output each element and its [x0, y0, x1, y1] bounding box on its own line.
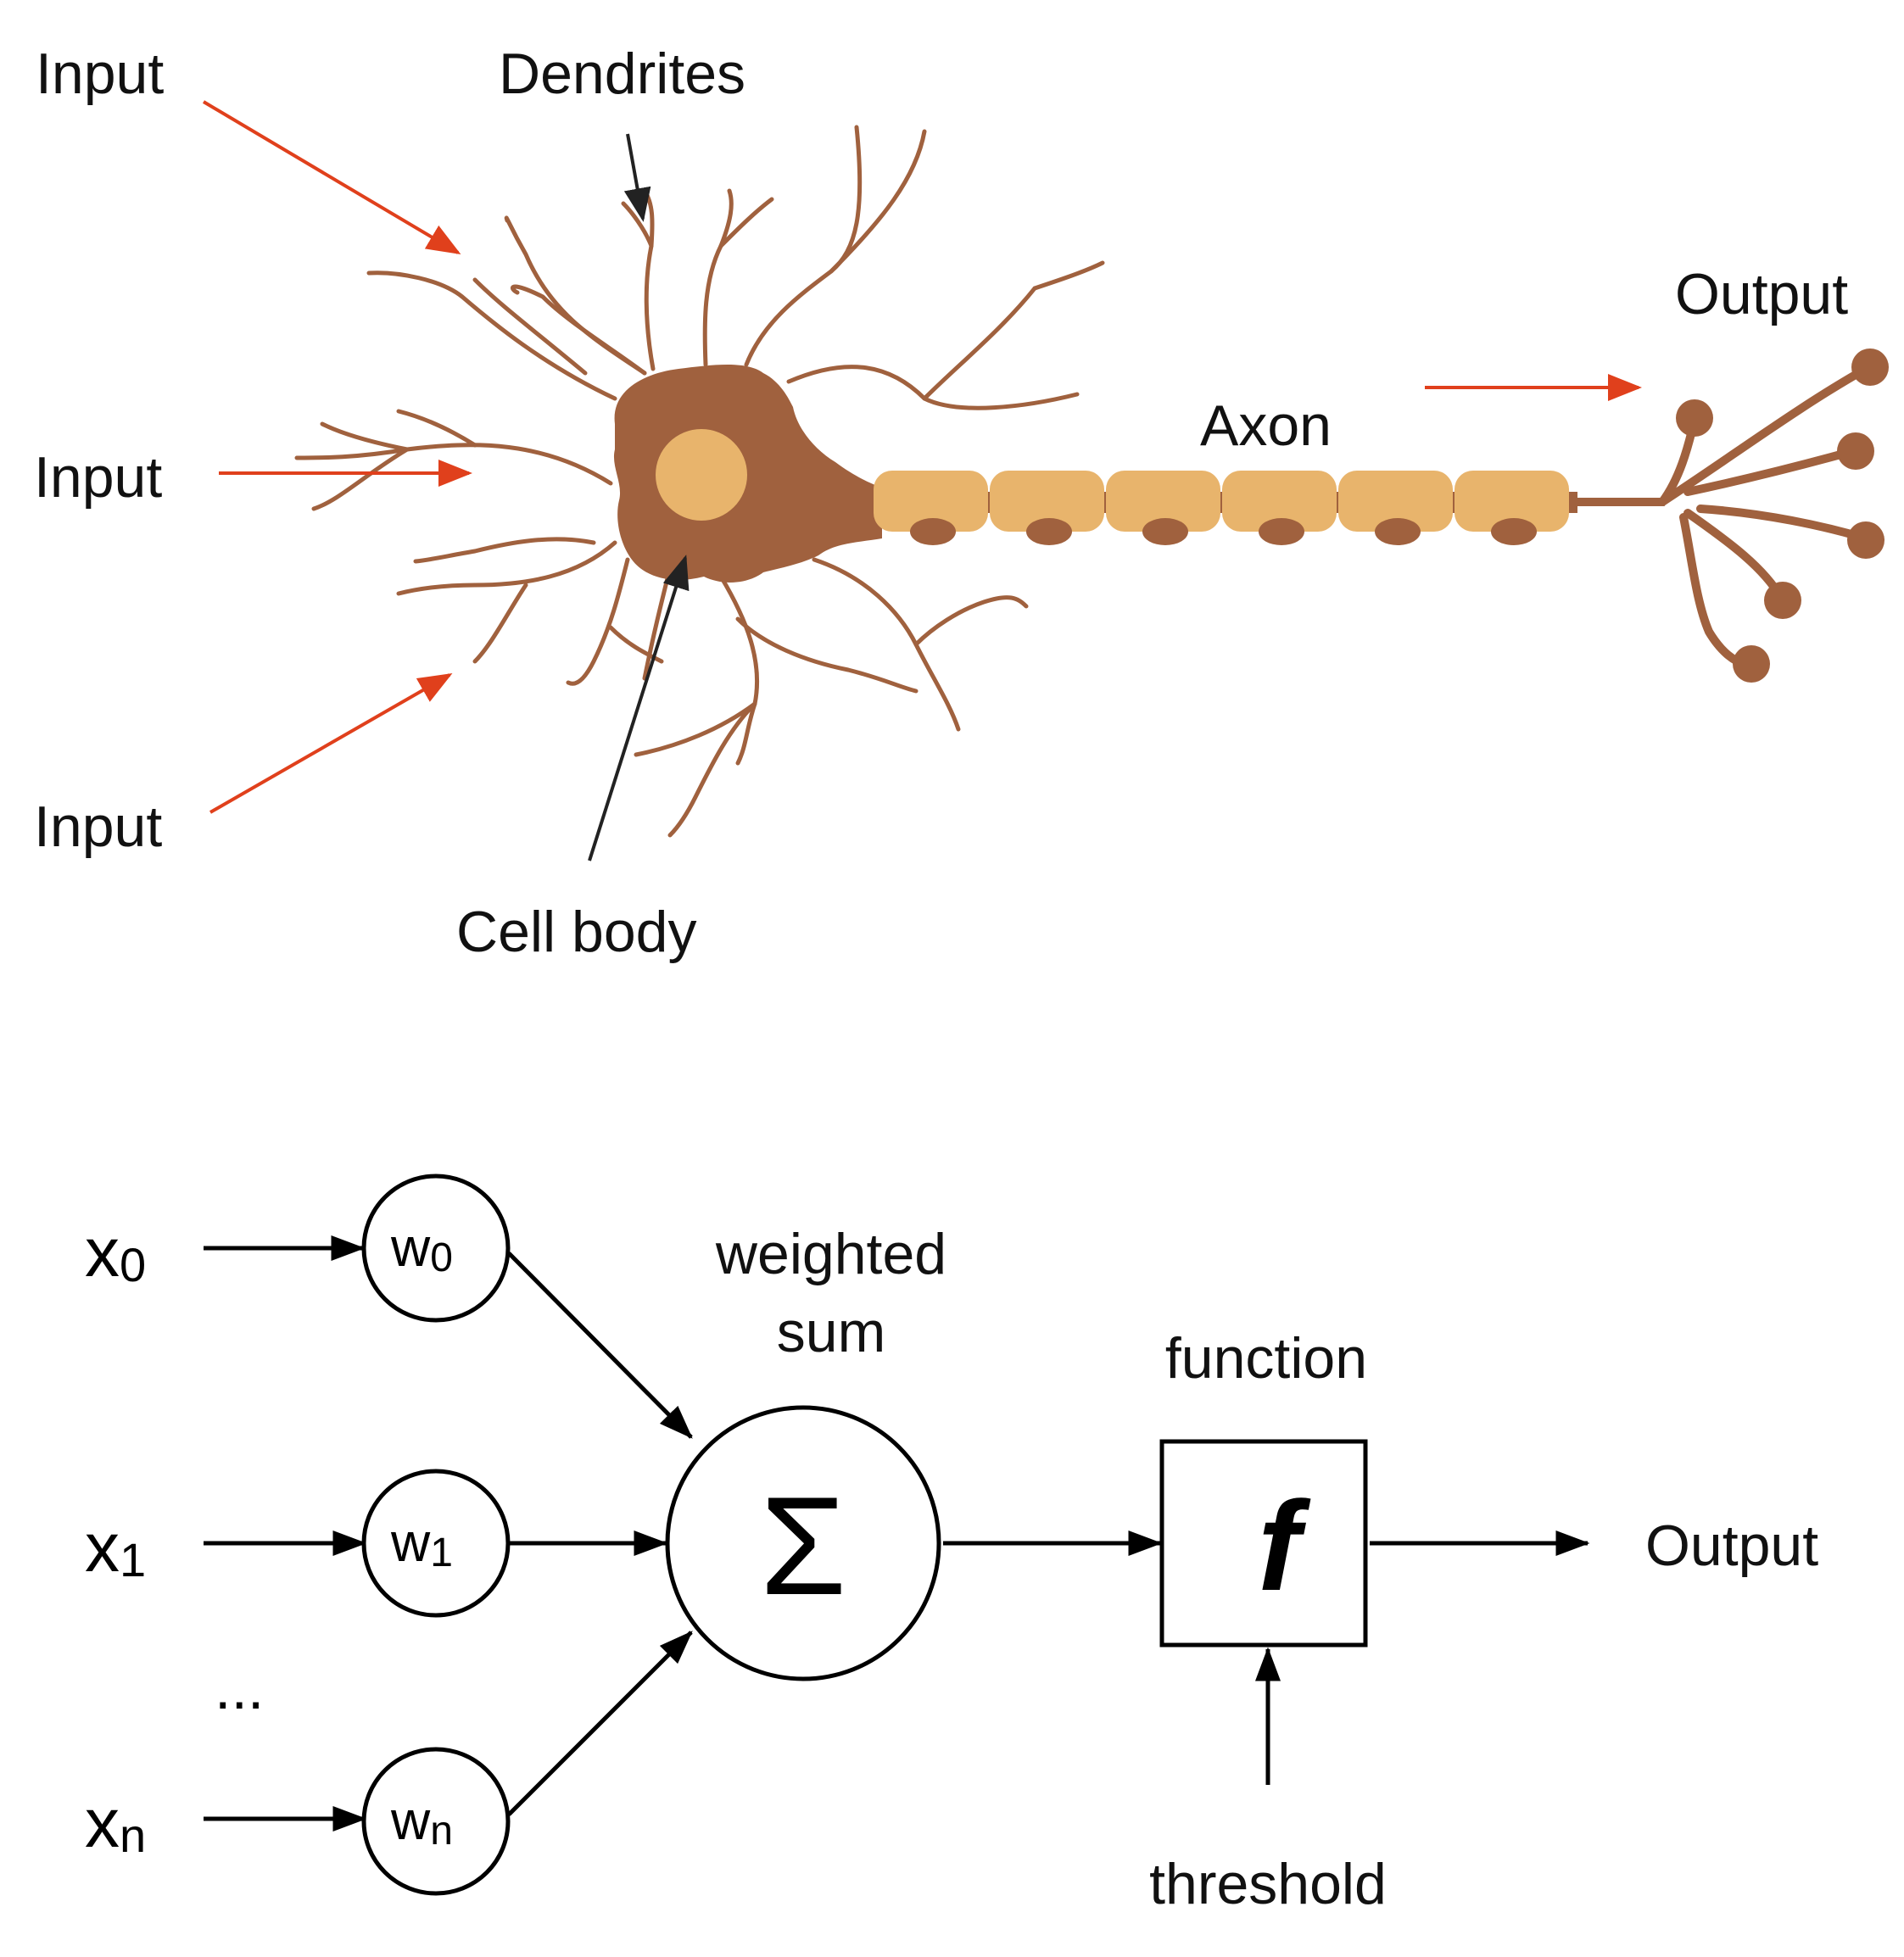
weight-nodes	[361, 1174, 511, 1896]
nucleus	[656, 429, 747, 521]
weight-node-n	[361, 1747, 511, 1896]
weight-node-0	[361, 1174, 511, 1323]
weighted-sum-label-line2: sum	[777, 1300, 885, 1364]
neuron-illustration	[294, 125, 1889, 838]
input-arrow-top	[202, 100, 461, 255]
axon-label: Axon	[1200, 393, 1332, 458]
output-label-neuron: Output	[1675, 262, 1848, 326]
threshold-label: threshold	[1149, 1852, 1387, 1916]
function-label: function	[1165, 1326, 1367, 1391]
weight-w1: w1	[390, 1512, 453, 1575]
wn-to-sum-arrow	[507, 1631, 693, 1816]
axon-terminals	[1569, 365, 1870, 670]
input-x0: x0	[85, 1214, 146, 1291]
dendrites-label: Dendrites	[499, 42, 745, 106]
sum-symbol: Σ	[760, 1468, 846, 1624]
w0-to-sum-arrow	[507, 1252, 693, 1439]
input-arrow-bottom	[209, 673, 453, 814]
weight-w0: w0	[390, 1217, 453, 1280]
weighted-sum-label-line1: weighted	[715, 1222, 946, 1286]
neuron-input-arrows	[202, 100, 1642, 814]
schwann-nuclei	[910, 518, 1537, 545]
perceptron-connectors	[204, 1235, 1590, 1832]
output-label-perceptron: Output	[1645, 1514, 1818, 1578]
terminal-buttons	[1676, 348, 1889, 683]
myelin-sheath	[874, 471, 1569, 532]
neuron-pointer-arrows	[588, 133, 690, 861]
dendrites-pointer	[623, 133, 651, 222]
dendrites	[294, 125, 1105, 838]
weight-wn: wn	[390, 1790, 453, 1854]
input-xn: xn	[85, 1785, 146, 1862]
activation-function-box	[1159, 1439, 1368, 1648]
summation-node	[665, 1405, 941, 1681]
input-label-bottom: Input	[34, 795, 162, 859]
input-label-middle: Input	[34, 445, 162, 510]
input-label-top: Input	[36, 42, 164, 106]
cell-body-label: Cell body	[456, 900, 697, 964]
ellipsis: ...	[215, 1655, 264, 1721]
cell-body-shape	[613, 365, 882, 583]
input-x1: x1	[85, 1509, 146, 1586]
cell-body-pointer	[588, 555, 690, 861]
weight-node-1	[361, 1469, 511, 1618]
